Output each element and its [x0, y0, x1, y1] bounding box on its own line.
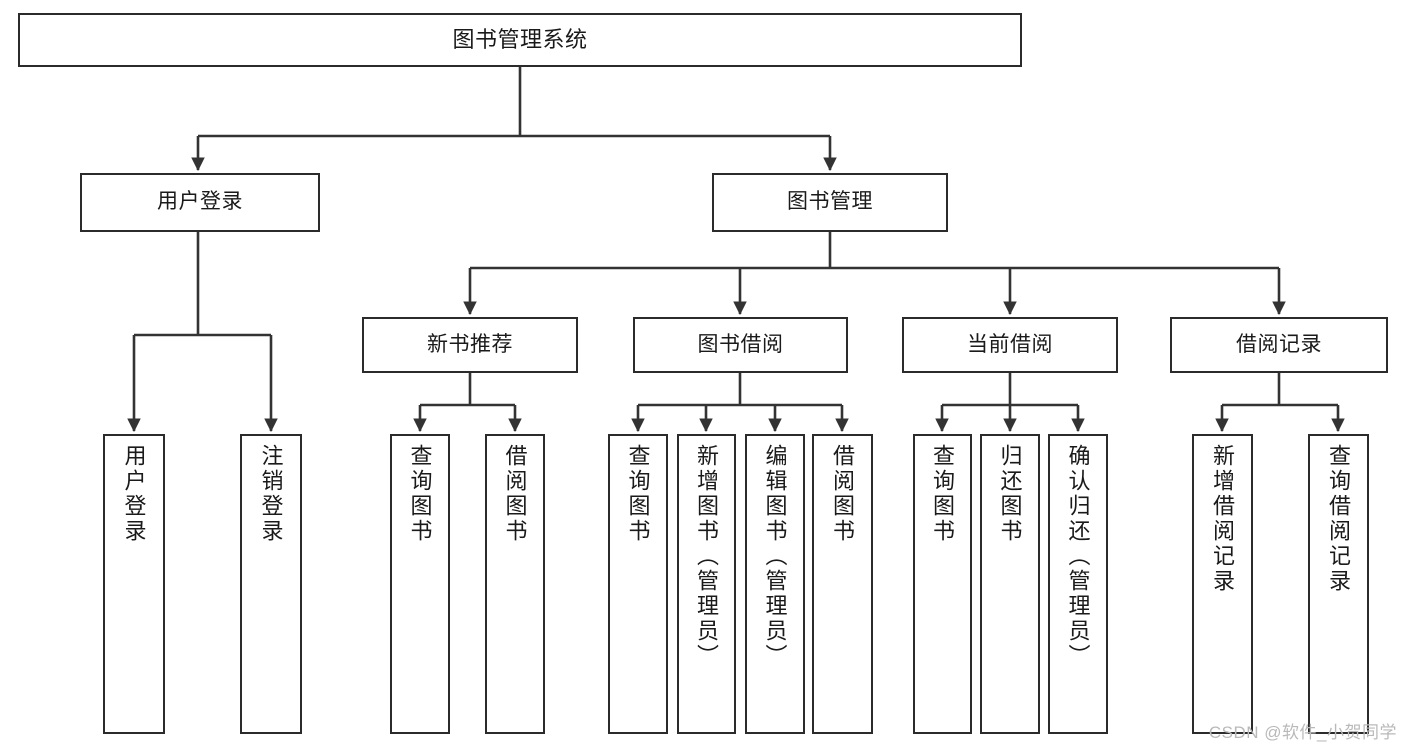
node-current-borrow[interactable]: 当前借阅	[902, 317, 1118, 373]
node-leaf-return-book[interactable]: 归还图书	[980, 434, 1040, 734]
node-leaf-query-book-3[interactable]: 查询图书	[913, 434, 972, 734]
node-label: 图书借阅	[697, 332, 784, 356]
node-label: 查询图书	[930, 444, 956, 544]
node-label: 归还图书	[997, 444, 1023, 544]
node-label: 新增图书（管理员）	[694, 444, 720, 669]
node-leaf-confirm-return[interactable]: 确认归还（管理员）	[1048, 434, 1108, 734]
node-leaf-add-book[interactable]: 新增图书（管理员）	[677, 434, 736, 734]
node-book-borrow[interactable]: 图书借阅	[633, 317, 848, 373]
node-root-system[interactable]: 图书管理系统	[18, 13, 1022, 67]
node-label: 编辑图书（管理员）	[762, 444, 788, 669]
node-label: 用户登录	[121, 444, 147, 544]
node-leaf-logout-login[interactable]: 注销登录	[240, 434, 302, 734]
node-leaf-borrow-book-1[interactable]: 借阅图书	[485, 434, 545, 734]
node-label: 新增借阅记录	[1210, 444, 1236, 594]
node-label: 查询图书	[407, 444, 433, 544]
node-leaf-user-login[interactable]: 用户登录	[103, 434, 165, 734]
node-label: 图书管理	[787, 190, 873, 214]
node-leaf-edit-book[interactable]: 编辑图书（管理员）	[745, 434, 805, 734]
node-new-book-recommend[interactable]: 新书推荐	[362, 317, 578, 373]
node-leaf-query-book-2[interactable]: 查询图书	[608, 434, 668, 734]
node-label: 注销登录	[258, 444, 284, 544]
node-label: 借阅图书	[830, 444, 856, 544]
node-leaf-query-record[interactable]: 查询借阅记录	[1308, 434, 1369, 734]
node-label: 确认归还（管理员）	[1065, 444, 1091, 669]
node-label: 借阅图书	[502, 444, 528, 544]
node-label: 查询借阅记录	[1326, 444, 1352, 594]
node-leaf-query-book-1[interactable]: 查询图书	[390, 434, 450, 734]
node-book-manage[interactable]: 图书管理	[712, 173, 948, 232]
node-label: 查询图书	[625, 444, 651, 544]
node-label: 图书管理系统	[452, 27, 588, 53]
node-label: 新书推荐	[427, 332, 513, 356]
node-label: 当前借阅	[967, 332, 1053, 356]
node-label: 用户登录	[157, 190, 243, 214]
node-leaf-add-record[interactable]: 新增借阅记录	[1192, 434, 1253, 734]
node-leaf-borrow-book-2[interactable]: 借阅图书	[812, 434, 873, 734]
node-user-login[interactable]: 用户登录	[80, 173, 320, 232]
node-label: 借阅记录	[1236, 332, 1322, 356]
node-borrow-record[interactable]: 借阅记录	[1170, 317, 1388, 373]
